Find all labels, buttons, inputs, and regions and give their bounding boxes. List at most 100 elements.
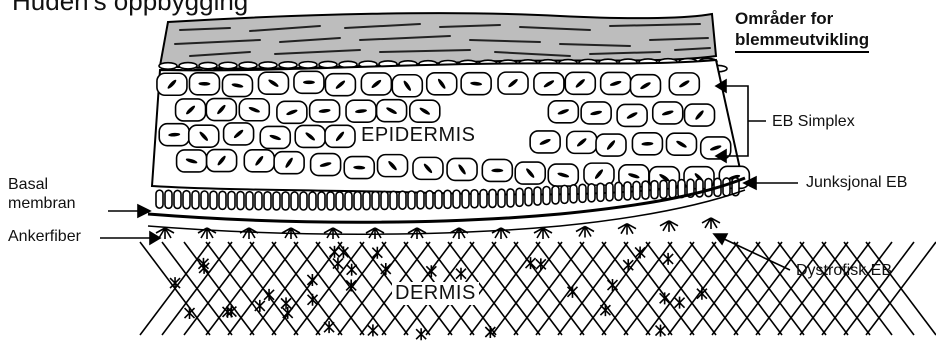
dermis-knot [660,292,670,304]
basal-cell [642,181,649,199]
basal-cell [372,192,379,210]
dystrofisk-eb-label: Dystrofisk EB [796,262,892,280]
granular-cell [179,63,197,69]
basal-cell [597,183,604,201]
basal-cell [201,191,208,209]
dermis-knot [283,307,293,319]
basal-cell [210,191,217,209]
basal-cell [543,187,550,205]
basal-cell [453,190,460,208]
dermis-knot [607,279,617,291]
anchoring-fiber [702,218,720,229]
basal-membrane-label-line-1: Basal [8,175,76,194]
dermis-knot [675,297,685,309]
basal-cell [300,192,307,210]
basal-cell [318,192,325,210]
basal-cell [354,192,361,210]
basal-cell [363,192,370,210]
anchoring-fiber [576,227,594,238]
dermis-knot [329,246,339,258]
dermis-knot [264,289,274,301]
basal-cell [426,191,433,209]
anchoring-fiber [240,228,258,239]
dermis-label: DERMIS [392,282,479,305]
basal-cell [156,190,163,208]
eb-simplex-label: EB Simplex [772,113,855,131]
junksjonal-eb-label: Junksjonal EB [806,174,907,192]
basal-cell [606,183,613,201]
dermis-fiber-network [140,242,936,340]
dermis-knot [338,246,348,258]
basal-cell [624,182,631,200]
dermis-knot [324,321,334,333]
cell-nucleus [491,169,503,173]
page-title: Huden's oppbygging [12,0,248,17]
basal-cell [498,189,505,207]
basal-cell [417,191,424,209]
basal-cell [480,190,487,208]
basal-cell [507,189,514,207]
basal-cell [273,192,280,210]
dermis-knot [416,328,426,340]
basal-cell [327,192,334,210]
dermis-knot [255,300,265,312]
basal-cell [282,192,289,210]
basal-cell [408,191,415,209]
basal-cell [489,189,496,207]
dermis-knot [526,257,536,269]
basal-cell [435,190,442,208]
basal-cell [651,181,658,199]
basal-cell [390,191,397,209]
granular-cell [259,62,277,68]
basal-cell [534,187,541,205]
dermis-knot [381,263,391,275]
basal-cell [336,192,343,210]
epidermis-label: EPIDERMIS [358,124,479,147]
basal-cell [579,184,586,202]
legend-heading: Områder for blemmeutvikling [735,8,869,53]
granular-cell [239,62,257,68]
granular-cell [279,62,297,68]
basal-cell [255,192,262,210]
granular-cell [199,62,217,68]
legend-line-1: Områder for [735,8,869,29]
basal-cell [174,190,181,208]
basal-cell [444,190,451,208]
basal-cell [462,190,469,208]
basal-cell [165,190,172,208]
basal-cell [228,191,235,209]
ankerfiber-label: Ankerfiber [8,228,81,246]
basal-cell [309,192,316,210]
dermis-knot [456,268,466,280]
basal-cell [219,191,226,209]
basal-cell [399,191,406,209]
granular-cell [299,62,317,68]
basal-cell [246,192,253,210]
basal-cell [237,192,244,210]
anchoring-fiber [450,228,468,239]
dermis-knot [347,264,357,276]
dermis-knot [635,246,645,258]
dermis-knot [663,253,673,265]
dermis-knot [346,279,356,291]
dermis-knot [656,325,666,337]
dermis-knot [333,258,343,270]
basal-membrane-label-line-2: membran [8,194,76,213]
anchoring-fiber [618,224,636,235]
basal-cell [516,188,523,206]
anchoring-fiber [534,228,552,239]
cell-nucleus [303,81,315,85]
dermis-knot [426,265,436,277]
basal-cell [669,180,676,198]
basal-cell [561,185,568,203]
basal-cell [345,192,352,210]
basal-cell [525,188,532,206]
dermis-knot [307,274,317,286]
granular-cell [159,63,177,69]
basal-cell [633,181,640,199]
basal-cell [192,191,199,209]
basal-cell [705,179,712,197]
basal-cell [615,182,622,200]
basal-cell [660,180,667,198]
basal-membrane-label: Basal membran [8,175,76,213]
